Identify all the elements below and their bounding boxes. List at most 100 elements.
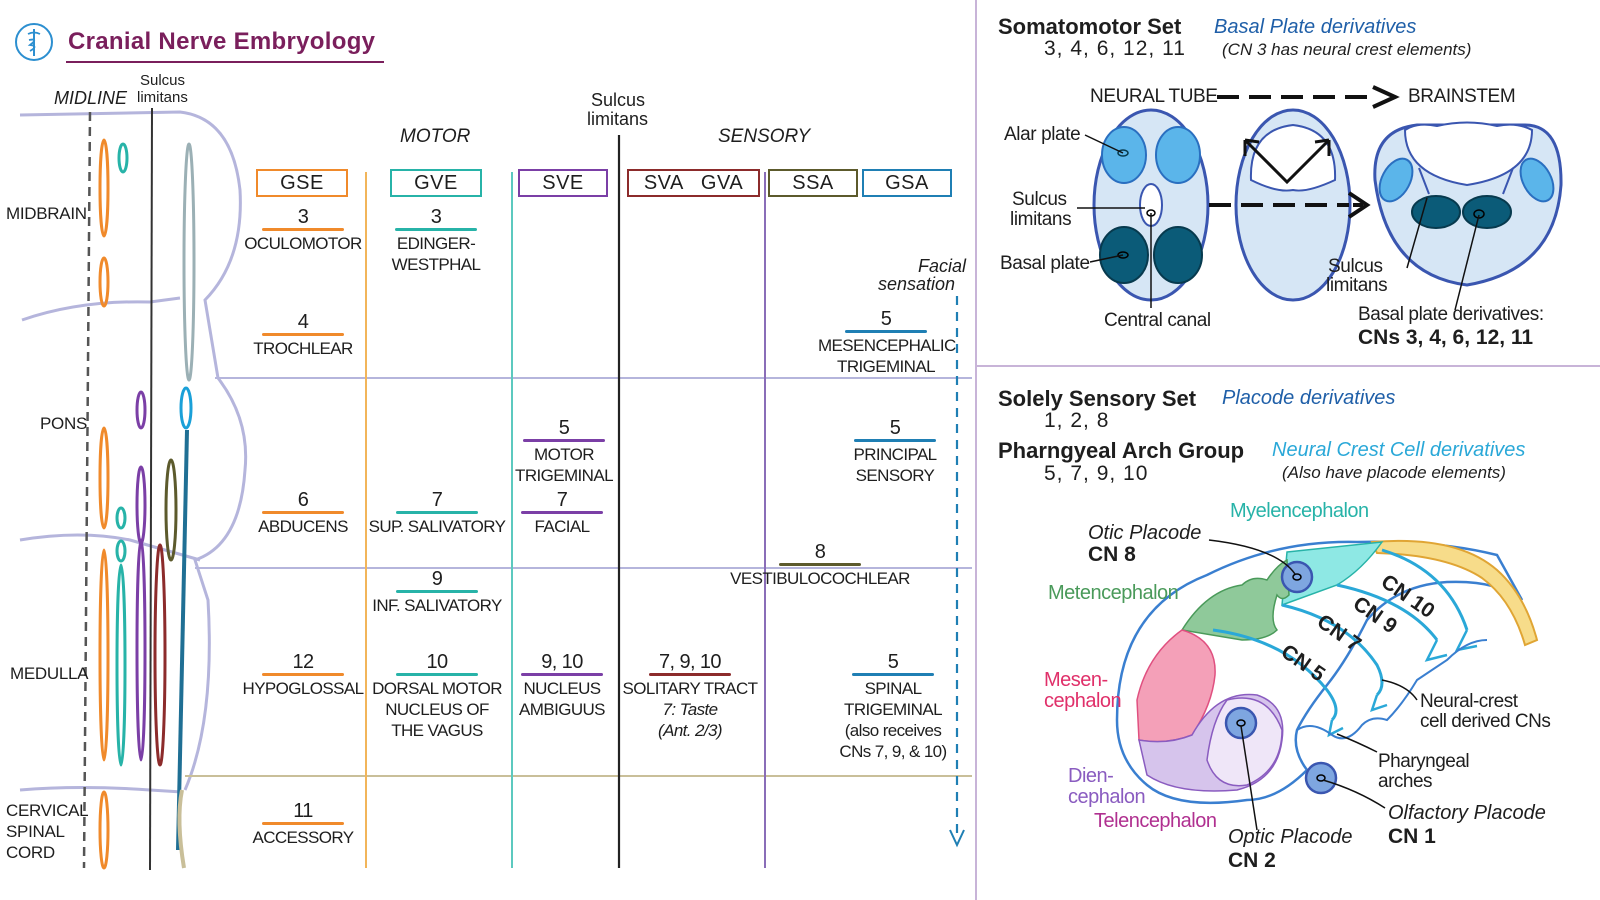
sulcus-label-top: Sulcus (140, 72, 186, 89)
motor-header: MOTOR (400, 126, 471, 147)
nucleus-name: NUCLEUS (523, 679, 601, 698)
nucleus-name: (Ant. 2/3) (658, 721, 723, 740)
mesencephalon-label: Mesen- cephalon (1044, 670, 1122, 712)
nucleus-name: MESENCEPHALIC (818, 336, 956, 355)
nucleus-name: 7: Taste (662, 700, 718, 719)
nucleus-name: SUP. SALIVATORY (368, 517, 506, 536)
page-title: Cranial Nerve Embryology (68, 28, 376, 55)
nucleus-number: 7 (556, 489, 568, 511)
neural-crest-line-1: Neural-crest (1420, 691, 1518, 712)
nucleus-number: 5 (558, 417, 570, 439)
alar-plate-label: Alar plate (1004, 124, 1081, 145)
nucleus-name: FACIAL (534, 517, 591, 536)
central-canal-label: Central canal (1104, 310, 1211, 331)
column-header-sva-gva: SVA GVA (627, 169, 760, 197)
olfactory-placode-cn: CN 1 (1388, 825, 1436, 848)
metencephalon-label: Metencephalon (1048, 582, 1179, 604)
nucleus-number: 5 (889, 417, 901, 439)
nucleus-name: NUCLEUS OF (385, 700, 489, 719)
nucleus-name: SOLITARY TRACT (622, 679, 758, 698)
nucleus-name: SENSORY (855, 466, 935, 485)
basal-derivatives-label: Basal plate derivatives: (1358, 304, 1544, 325)
limitans-label-mid: limitans (587, 109, 649, 129)
nucleus-number: 12 (292, 651, 314, 673)
sensory-header: SENSORY (718, 126, 811, 147)
nucleus-number: 4 (297, 311, 309, 333)
caduceus-logo-icon (14, 22, 54, 62)
sensation-label: sensation (878, 274, 956, 294)
sensory-set-title: Solely Sensory Set (998, 386, 1197, 411)
nucleus-number: 5 (880, 308, 892, 330)
neural-tube-label: NEURAL TUBE (1090, 86, 1218, 107)
somatomotor-note: (CN 3 has neural crest elements) (1222, 40, 1472, 59)
somatomotor-nums: 3, 4, 6, 12, 11 (1044, 37, 1186, 60)
otic-placode-cn: CN 8 (1088, 543, 1136, 566)
brainstem-sulcus-label: Sulcus (1328, 256, 1383, 277)
neural-tube-diagram (1077, 85, 1563, 311)
neural-crest-label: Neural-crest cell derived CNs (1420, 691, 1551, 732)
nucleus-solitary-tract: 7, 9, 10 SOLITARY TRACT 7: Taste (Ant. 2/3) (620, 652, 760, 741)
arch-group-title: Pharngyeal Arch Group (998, 438, 1245, 463)
nucleus-name: HYPOGLOSSAL (242, 679, 365, 698)
basal-derivatives-cns: CNs 3, 4, 6, 12, 11 (1358, 326, 1534, 349)
nucleus-number: 3 (297, 206, 309, 228)
nucleus-number: 7, 9, 10 (659, 651, 722, 673)
nucleus-name: PRINCIPAL (853, 445, 937, 464)
arch-group-subtitle: Neural Crest Cell derivatives (1272, 439, 1526, 461)
nucleus-name: (also receives (844, 721, 942, 740)
pharyngeal-arches-label: Pharyngeal arches (1378, 752, 1470, 792)
column-header-gve: GVE (390, 169, 482, 197)
mesencephalon-line-2: cephalon (1044, 690, 1122, 712)
row-label-midbrain: MIDBRAIN (6, 204, 87, 223)
brainstem-label: BRAINSTEM (1408, 86, 1516, 107)
nucleus-number: 10 (426, 651, 448, 673)
nucleus-number: 9 (431, 568, 443, 590)
nucleus-name: CNs 7, 9, & 10) (839, 742, 947, 761)
nucleus-number: 8 (814, 541, 826, 563)
cervical-line-2: SPINAL (6, 822, 65, 841)
title-underline (66, 61, 384, 63)
nucleus-name: VESTIBULOCOCHLEAR (730, 569, 910, 588)
cervical-line-3: CORD (6, 843, 55, 862)
nucleus-name: ACCESSORY (252, 828, 354, 847)
diencephalon-line-1: Dien- (1068, 765, 1114, 787)
somatomotor-subtitle: Basal Plate derivatives (1214, 16, 1417, 38)
limitans-label-top: limitans (137, 89, 188, 106)
nucleus-name: MOTOR (534, 445, 595, 464)
row-label-medulla: MEDULLA (10, 664, 89, 683)
sulcus-label-mid: Sulcus (591, 90, 646, 110)
olfactory-placode-label: Olfactory Placode (1388, 802, 1546, 824)
nucleus-name: TRIGEMINAL (844, 700, 943, 719)
nucleus-number: 7 (431, 489, 443, 511)
nucleus-number: 11 (293, 800, 313, 822)
nucleus-number: 9, 10 (541, 651, 583, 673)
nucleus-number: 6 (297, 489, 309, 511)
arch-group-note: (Also have placode elements) (1282, 463, 1506, 482)
row-label-cervical: CERVICAL SPINAL CORD (6, 800, 89, 863)
nucleus-name: OCULOMOTOR (244, 234, 362, 253)
column-header-sve: SVE (518, 169, 608, 197)
nucleus-name: TROCHLEAR (253, 339, 353, 358)
somatomotor-title: Somatomotor Set (998, 14, 1182, 39)
sulcus-limitans-label-2: limitans (1010, 209, 1072, 230)
diencephalon-label: Dien- cephalon (1068, 765, 1146, 808)
nucleus-name: INF. SALIVATORY (372, 596, 502, 615)
nucleus-number: 5 (887, 651, 899, 673)
column-header-gse: GSE (256, 169, 348, 197)
panel-divider-horizontal (977, 365, 1600, 367)
nucleus-name: WESTPHAL (391, 255, 481, 274)
telencephalon-label: Telencephalon (1094, 810, 1217, 832)
